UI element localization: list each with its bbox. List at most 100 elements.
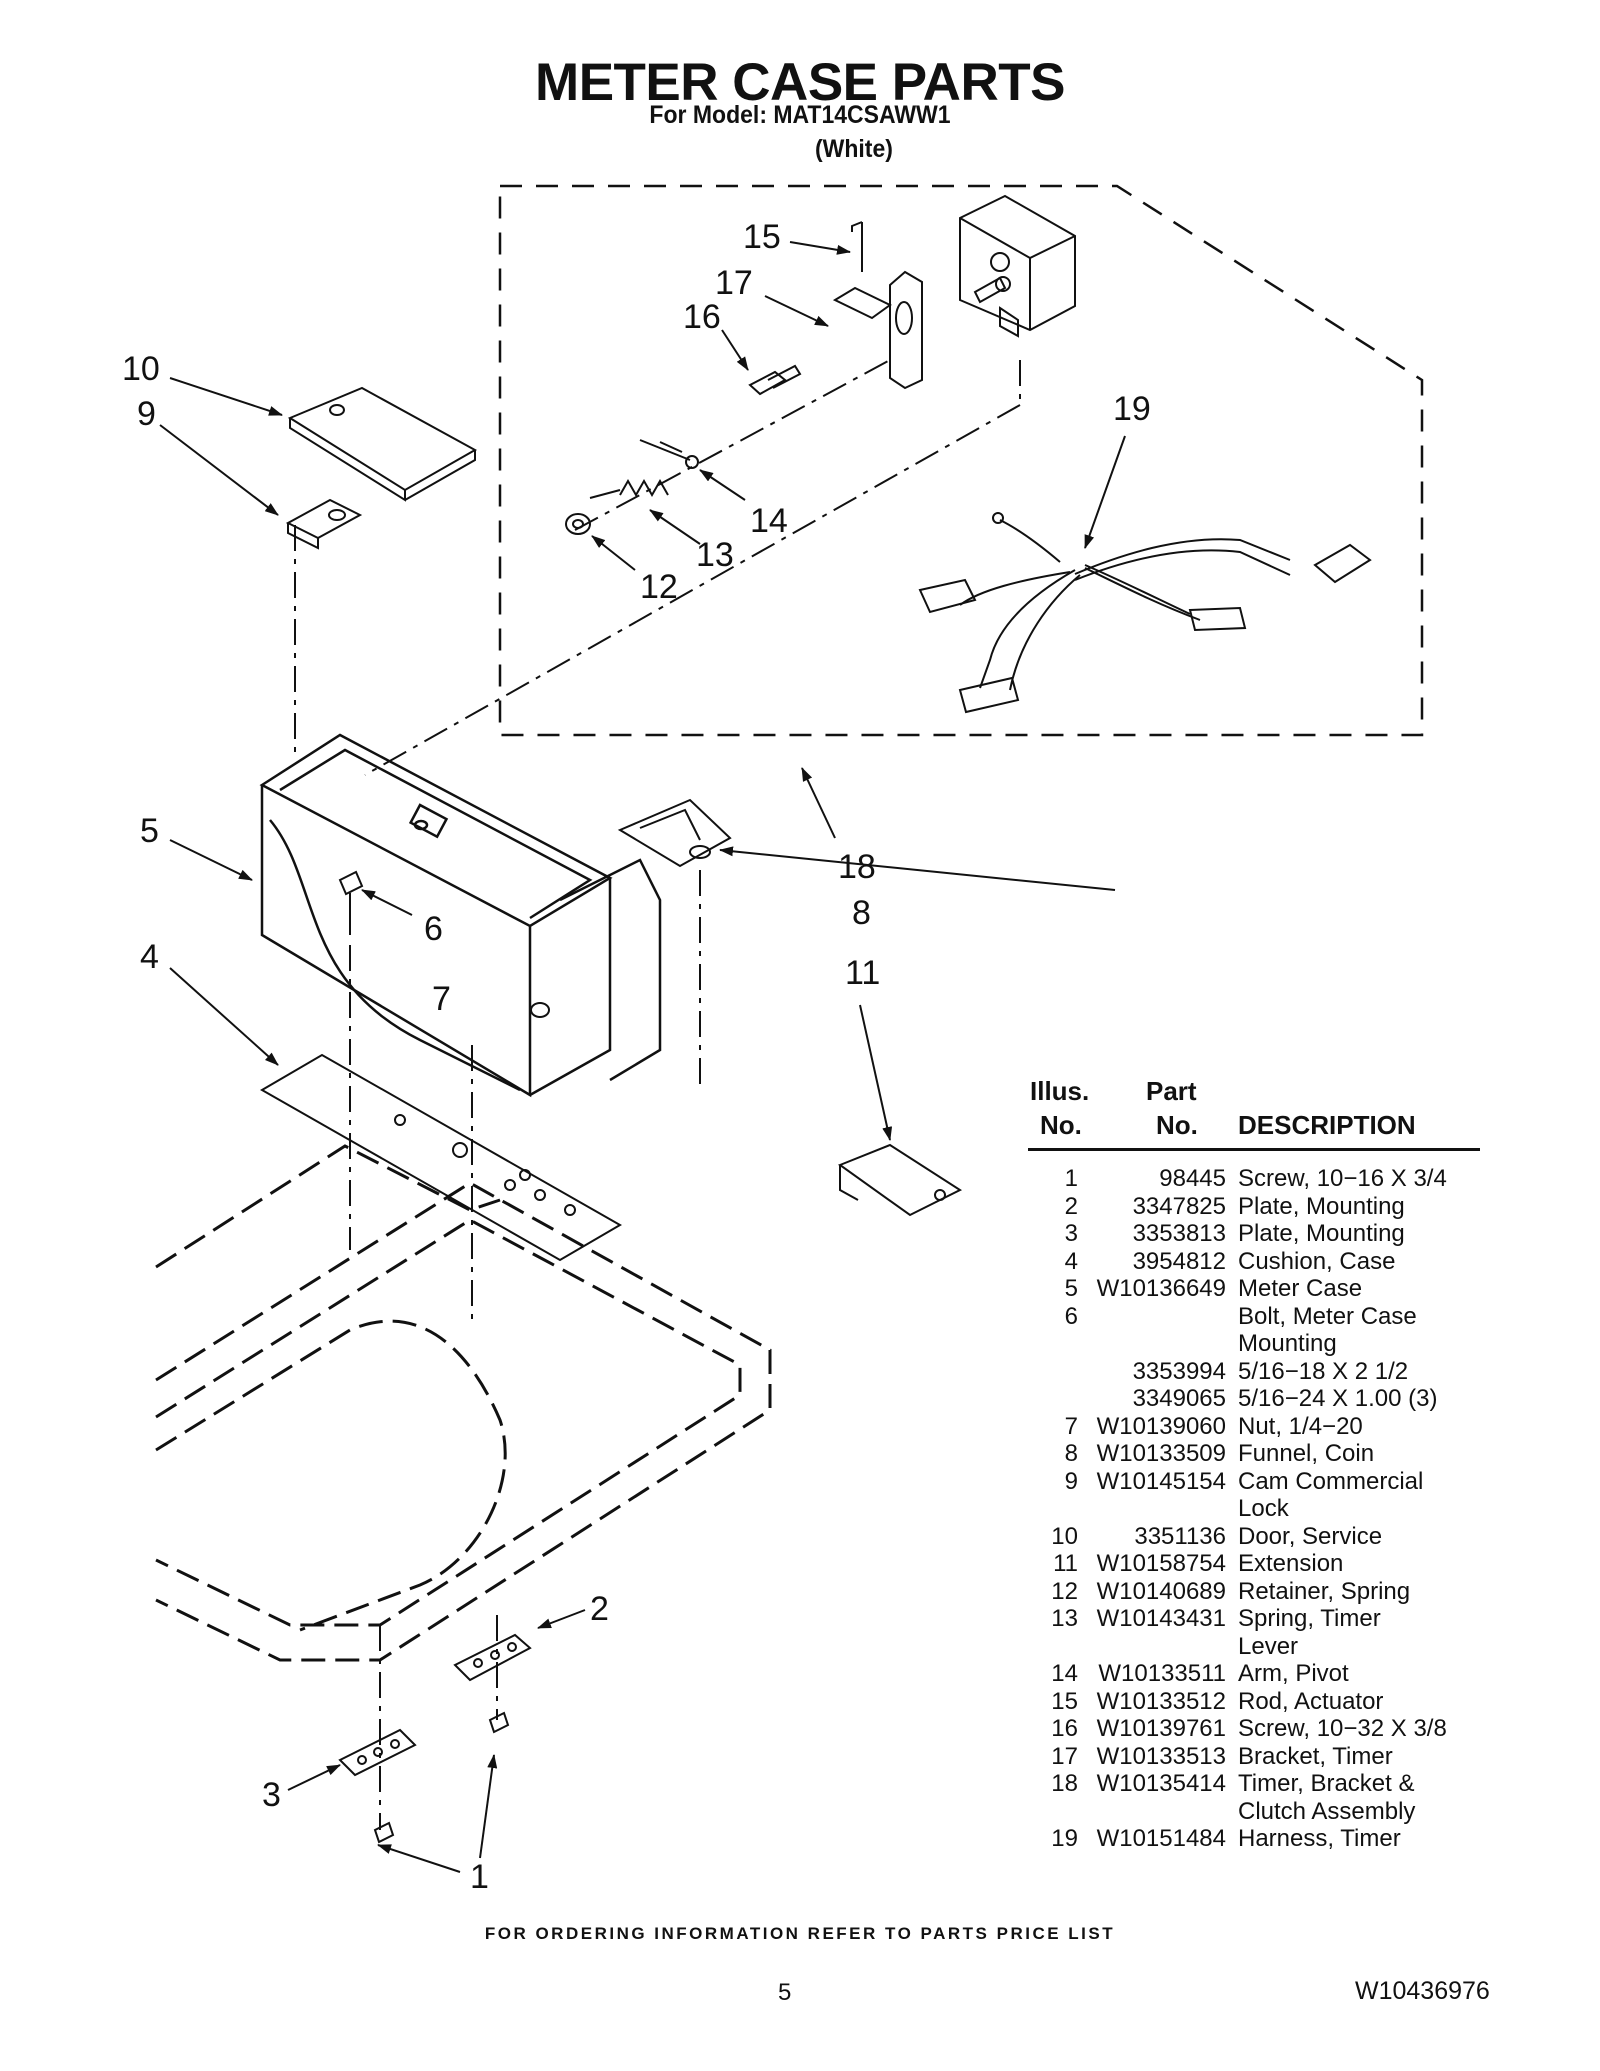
illus-no: 10 — [1051, 1522, 1078, 1550]
part-no — [1078, 1303, 1226, 1331]
cam-lock — [285, 498, 363, 550]
part-no — [1078, 1330, 1226, 1358]
screw-1 — [373, 1711, 510, 1844]
case-bolt — [338, 870, 364, 935]
illus-header-line1: Illus. — [1030, 1076, 1090, 1106]
meter-case — [259, 733, 662, 1098]
illus-no — [1028, 1798, 1078, 1826]
ordering-note: FOR ORDERING INFORMATION REFER TO PARTS … — [484, 1924, 1116, 1943]
callout-3: 3 — [262, 1776, 281, 1814]
part-description: Timer, Bracket & — [1238, 1770, 1415, 1797]
callout-10: 10 — [122, 350, 160, 388]
pivot-arm — [639, 439, 699, 469]
part-description: Plate, Mounting — [1238, 1192, 1405, 1220]
part-no: W10135414 — [1096, 1770, 1226, 1797]
illus-no: 5 — [1064, 1275, 1078, 1302]
leader-lines — [159, 241, 1126, 1873]
page-title: METER CASE PARTS — [535, 53, 1065, 112]
part-description: Lock — [1238, 1495, 1289, 1522]
illus-header-line2: No. — [1040, 1110, 1082, 1140]
spring-retainer — [565, 513, 591, 535]
part-no: W10133513 — [1096, 1742, 1226, 1770]
part-no: W10145154 — [1096, 1467, 1226, 1495]
part-description: Bracket, Timer — [1238, 1742, 1393, 1770]
part-description: Arm, Pivot — [1238, 1660, 1349, 1687]
parts-row: 17 W10133513 Bracket, Timer — [1028, 1743, 1480, 1771]
illus-no — [1028, 1495, 1078, 1523]
callout-5: 5 — [140, 812, 159, 850]
parts-row: Lever — [1028, 1633, 1480, 1661]
screw-16 — [748, 364, 802, 396]
coin-funnel — [617, 798, 732, 868]
illus-no — [1028, 1633, 1078, 1661]
timer-body — [959, 194, 1076, 338]
parts-row: 3353994 5/16−18 X 2 1/2 — [1028, 1358, 1480, 1386]
spring-timer-lever — [589, 478, 669, 499]
callout-14: 14 — [750, 502, 788, 540]
part-no: 3353994 — [1132, 1357, 1226, 1385]
parts-row: 3349065 5/16−24 X 1.00 (3) — [1028, 1385, 1480, 1413]
part-no: 3353813 — [1132, 1220, 1226, 1247]
part-description: 5/16−24 X 1.00 (3) — [1238, 1385, 1438, 1412]
illus-no: 4 — [1064, 1247, 1078, 1275]
alignment-lines — [294, 359, 1021, 1830]
part-description: Lever — [1238, 1632, 1299, 1660]
part-no: W10139060 — [1096, 1412, 1226, 1440]
callout-17: 17 — [715, 264, 753, 302]
illus-no: 6 — [1064, 1302, 1078, 1330]
part-description: Cushion, Case — [1238, 1247, 1396, 1275]
model-subtitle: For Model: MAT14CSAWW1 — [649, 101, 951, 129]
callout-6: 6 — [424, 910, 443, 948]
parts-row: 7 W10139060 Nut, 1/4−20 — [1028, 1413, 1480, 1441]
extension-bracket — [837, 1143, 963, 1217]
timer-bracket — [832, 270, 923, 390]
part-no: 98445 — [1159, 1165, 1226, 1192]
part-no: 3349065 — [1132, 1385, 1226, 1412]
meter-case-nut — [530, 1002, 550, 1018]
parts-row: Mounting — [1028, 1330, 1480, 1358]
part-no: W10143431 — [1096, 1605, 1226, 1632]
callout-13: 13 — [696, 536, 734, 574]
illus-no: 8 — [1064, 1440, 1078, 1467]
illus-no: 16 — [1051, 1715, 1078, 1742]
illus-no: 17 — [1051, 1742, 1078, 1770]
part-description: 5/16−18 X 2 1/2 — [1238, 1357, 1409, 1385]
callout-4: 4 — [140, 938, 159, 976]
part-no: W10133512 — [1096, 1687, 1226, 1715]
callout-19: 19 — [1113, 390, 1151, 428]
part-description: Funnel, Coin — [1238, 1440, 1375, 1467]
illus-no: 7 — [1064, 1412, 1078, 1440]
part-no — [1078, 1495, 1226, 1523]
case-cushion — [259, 1053, 623, 1262]
part-description: Nut, 1/4−20 — [1238, 1412, 1363, 1440]
part-no: 3954812 — [1132, 1247, 1226, 1275]
callout-16: 16 — [683, 298, 721, 336]
part-header-line1: Part — [1146, 1076, 1197, 1106]
illus-no: 13 — [1051, 1605, 1078, 1632]
description-header: DESCRIPTION — [1238, 1110, 1416, 1140]
illus-no: 12 — [1051, 1577, 1078, 1605]
actuator-rod — [851, 221, 863, 272]
part-description: Screw, 10−32 X 3/8 — [1238, 1715, 1447, 1742]
callout-11: 11 — [845, 954, 880, 992]
part-description: Mounting — [1238, 1330, 1337, 1357]
part-no: W10140689 — [1096, 1577, 1226, 1605]
callout-1: 1 — [470, 1858, 489, 1896]
illus-no: 19 — [1051, 1825, 1078, 1852]
document-number: W10436976 — [1355, 1977, 1490, 2005]
illus-no: 14 — [1051, 1660, 1078, 1687]
illus-no: 9 — [1064, 1467, 1078, 1495]
part-description: Plate, Mounting — [1238, 1220, 1405, 1247]
